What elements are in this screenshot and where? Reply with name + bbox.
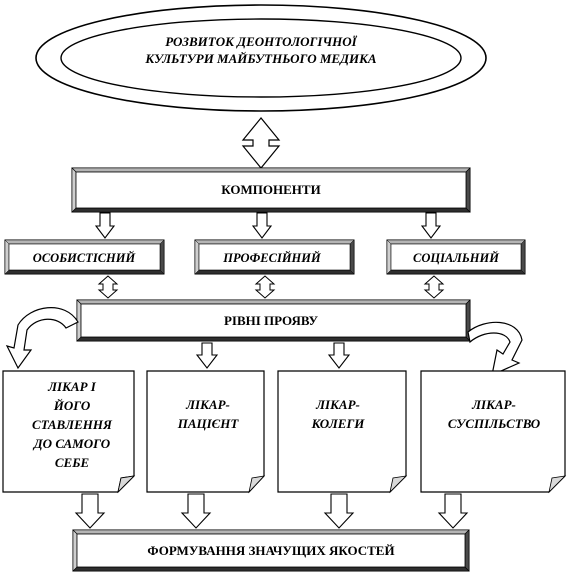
curved-arrow-left (5, 307, 79, 370)
result-bar: ФОРМУВАННЯ ЗНАЧУЩИХ ЯКОСТЕЙ (72, 529, 470, 572)
arrow-down-to-personal (94, 212, 116, 239)
title-inner-ellipse (60, 18, 462, 98)
double-arrow-professional-levels (254, 275, 276, 299)
levels-label: РІВНІ ПРОЯВУ (224, 313, 319, 328)
component-personal-label: ОСОБИСТІСНИЙ (33, 250, 137, 265)
card-patient-line-2: ПАЦІЄНТ (177, 416, 240, 431)
double-arrow-title-components (241, 117, 281, 169)
component-professional-label: ПРОФЕСІЙНИЙ (222, 250, 322, 265)
arrow-card-patient-result (180, 493, 212, 529)
component-social-label: СОЦІАЛЬНИЙ (413, 250, 500, 265)
curved-arrow-right (467, 321, 523, 377)
card-self-line-4: ДО САМОГО (33, 436, 111, 451)
card-society: ЛІКАР- СУСПІЛЬСТВО (420, 370, 567, 494)
arrow-down-to-professional (251, 212, 273, 239)
component-personal: ОСОБИСТІСНИЙ (4, 239, 165, 275)
card-self-line-2: ЙОГО (53, 398, 91, 413)
card-self-line-3: СТАВЛЕННЯ (32, 417, 113, 432)
card-patient-line-1: ЛІКАР- (185, 397, 230, 412)
components-label: КОМПОНЕНТИ (221, 182, 320, 197)
arrow-card-society-result (437, 493, 469, 529)
double-arrow-social-levels (423, 275, 445, 299)
arrow-card-self-result (74, 493, 106, 529)
title-line-2: КУЛЬТУРИ МАЙБУТНЬОГО МЕДИКА (144, 51, 376, 66)
card-patient: ЛІКАР- ПАЦІЄНТ (146, 370, 266, 494)
component-professional: ПРОФЕСІЙНИЙ (194, 239, 355, 275)
arrow-down-to-card-colleagues (327, 342, 351, 369)
double-arrow-personal-levels (97, 275, 119, 299)
card-self-line-1: ЛІКАР І (47, 379, 97, 394)
card-colleagues: ЛІКАР- КОЛЕГИ (277, 370, 408, 494)
card-self-line-5: СЕБЕ (55, 455, 90, 470)
card-society-line-1: ЛІКАР- (471, 397, 516, 412)
card-society-line-2: СУСПІЛЬСТВО (448, 416, 541, 431)
result-label: ФОРМУВАННЯ ЗНАЧУЩИХ ЯКОСТЕЙ (147, 543, 394, 558)
arrow-card-colleagues-result (323, 493, 355, 529)
title-line-1: РОЗВИТОК ДЕОНТОЛОГІЧНОЇ (165, 34, 357, 49)
arrow-down-to-social (420, 212, 442, 239)
card-self: ЛІКАР І ЙОГО СТАВЛЕННЯ ДО САМОГО СЕБЕ (2, 370, 136, 494)
component-social: СОЦІАЛЬНИЙ (386, 239, 526, 275)
components-bar: КОМПОНЕНТИ (71, 167, 471, 213)
levels-bar: РІВНІ ПРОЯВУ (76, 299, 471, 342)
card-colleagues-line-1: ЛІКАР- (315, 397, 360, 412)
title-node: РОЗВИТОК ДЕОНТОЛОГІЧНОЇ КУЛЬТУРИ МАЙБУТН… (35, 4, 487, 112)
arrow-down-to-card-patient (195, 342, 219, 369)
card-colleagues-line-2: КОЛЕГИ (311, 416, 366, 431)
